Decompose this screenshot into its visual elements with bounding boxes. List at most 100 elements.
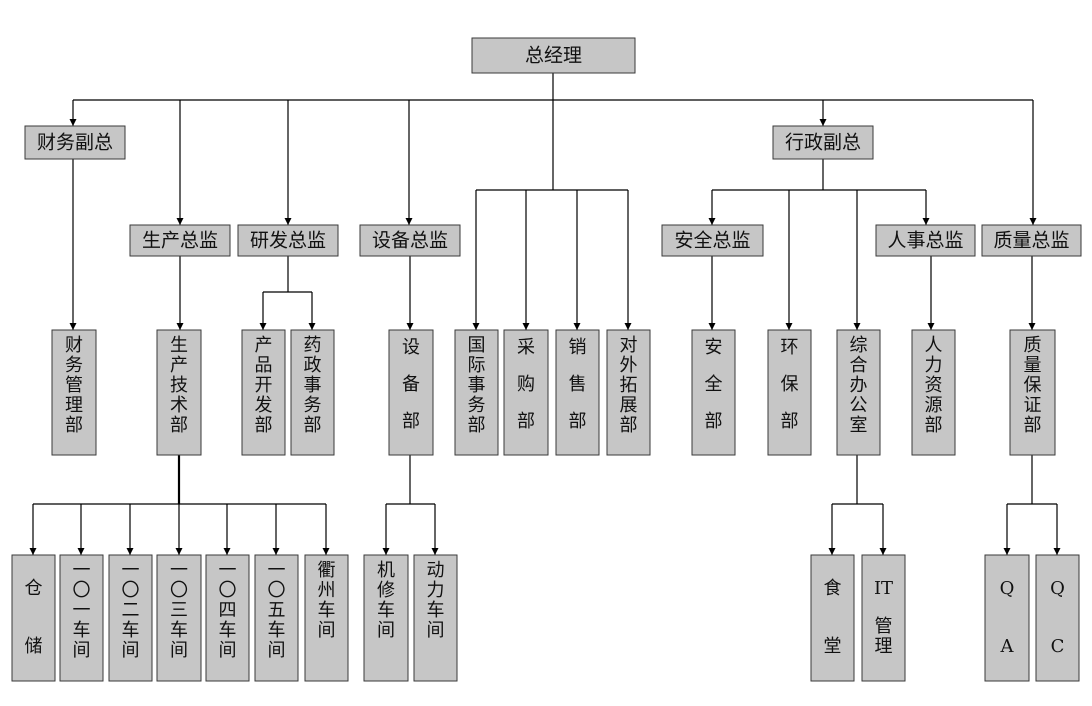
node-purchasing-dept-box	[503, 329, 549, 456]
node-expansion-dept-box	[606, 329, 651, 456]
arrowhead	[922, 218, 930, 225]
node-env-dept-label: 环保部	[781, 337, 799, 432]
arrowhead	[785, 323, 793, 330]
node-safety-dept: 安全部	[691, 329, 736, 456]
arrowhead	[927, 323, 935, 330]
node-workshop-101-label: 一〇一车间	[73, 560, 91, 661]
node-equipment-dept-box	[388, 329, 434, 456]
node-prod-tech-dept-box	[156, 329, 202, 456]
node-production-director-label: 生产总监	[142, 230, 218, 252]
arrowhead	[382, 548, 390, 555]
arrowhead	[1053, 548, 1061, 555]
connector-lines	[29, 73, 1061, 555]
node-finance-mgmt-dept-box	[51, 329, 97, 456]
node-purchasing-dept: 采购部	[503, 329, 549, 456]
node-workshop-105-box	[254, 554, 299, 682]
node-safety-director-label: 安全总监	[674, 230, 750, 252]
node-pharma-affairs-dept-box	[290, 329, 335, 456]
node-equipment-director: 设备总监	[359, 224, 461, 257]
node-equipment-director-box	[359, 224, 461, 257]
arrowhead	[223, 548, 231, 555]
node-finance-deputy-box	[24, 125, 126, 160]
node-workshop-102: 一〇二车间	[108, 554, 153, 682]
node-power-workshop-box	[413, 554, 458, 682]
node-safety-director-box	[661, 224, 764, 257]
node-warehouse: 仓储	[11, 554, 56, 682]
arrowhead	[1028, 323, 1036, 330]
arrowhead	[272, 548, 280, 555]
node-product-dev-dept: 产品开发部	[241, 329, 286, 456]
arrowhead	[406, 323, 414, 330]
node-qa-dept-label: 质量保证部	[1024, 335, 1042, 436]
node-canteen-label: 食堂	[824, 578, 842, 657]
node-finance-mgmt-dept-label: 财务管理部	[65, 335, 83, 436]
node-rnd-director-box	[237, 224, 339, 257]
node-intl-affairs-dept: 国际事务部	[454, 329, 499, 456]
node-workshop-102-box	[108, 554, 153, 682]
node-finance-mgmt-dept: 财务管理部	[51, 329, 97, 456]
arrowhead	[708, 218, 716, 225]
node-sales-dept-box	[555, 329, 600, 456]
node-hr-director-box	[875, 224, 976, 257]
node-workshop-103: 一〇三车间	[156, 554, 202, 682]
node-workshop-102-label: 一〇二车间	[122, 560, 140, 661]
node-safety-dept-box	[691, 329, 736, 456]
node-qa-dept: 质量保证部	[1009, 329, 1056, 456]
node-hr-director-label: 人事总监	[887, 230, 963, 252]
node-finance-deputy-label: 财务副总	[37, 132, 113, 154]
node-intl-affairs-dept-box	[454, 329, 499, 456]
arrowhead	[126, 548, 134, 555]
node-equipment-dept-label: 设备部	[402, 337, 420, 432]
node-production-director: 生产总监	[129, 224, 231, 257]
node-sales-dept: 销售部	[555, 329, 600, 456]
node-env-dept: 环保部	[767, 329, 812, 456]
node-prod-tech-dept: 生产技术部	[156, 329, 202, 456]
node-workshop-104-label: 一〇四车间	[219, 560, 237, 661]
arrowhead	[1003, 548, 1011, 555]
node-workshop-104: 一〇四车间	[205, 554, 250, 682]
node-canteen: 食堂	[810, 554, 855, 682]
node-root-box	[471, 37, 636, 74]
arrowhead	[308, 323, 316, 330]
node-quzhou-workshop: 衢州车间	[304, 554, 349, 682]
node-rnd-director: 研发总监	[237, 224, 339, 257]
arrowhead	[828, 548, 836, 555]
node-purchasing-dept-label: 采购部	[517, 337, 535, 432]
arrowhead	[624, 323, 632, 330]
node-general-office-label: 综合办公室	[850, 335, 868, 436]
node-admin-deputy-box	[772, 125, 874, 160]
node-production-director-box	[129, 224, 231, 257]
node-product-dev-dept-label: 产品开发部	[255, 335, 273, 436]
arrowhead	[708, 323, 716, 330]
node-quality-director: 质量总监	[981, 224, 1082, 257]
arrowhead	[322, 548, 330, 555]
node-rnd-director-label: 研发总监	[250, 230, 326, 252]
node-workshop-101: 一〇一车间	[59, 554, 104, 682]
node-sales-dept-label: 销售部	[569, 337, 587, 432]
arrowhead	[77, 548, 85, 555]
node-general-office-box	[836, 329, 881, 456]
node-workshop-105-label: 一〇五车间	[268, 560, 286, 661]
arrowhead	[819, 119, 827, 126]
node-pharma-affairs-dept-label: 药政事务部	[304, 335, 322, 436]
arrowhead	[175, 548, 183, 555]
node-admin-deputy: 行政副总	[772, 125, 874, 160]
node-workshop-101-box	[59, 554, 104, 682]
node-finance-deputy: 财务副总	[24, 125, 126, 160]
node-safety-dept-label: 安全部	[705, 337, 723, 432]
node-qc-box	[1035, 554, 1080, 682]
node-root-label: 总经理	[525, 45, 582, 67]
arrowhead	[472, 323, 480, 330]
node-qa-dept-box	[1009, 329, 1056, 456]
node-equipment-dept: 设备部	[388, 329, 434, 456]
node-power-workshop-label: 动力车间	[427, 560, 445, 641]
node-env-dept-box	[767, 329, 812, 456]
node-admin-deputy-label: 行政副总	[785, 132, 861, 154]
node-hr-director: 人事总监	[875, 224, 976, 257]
node-repair-workshop-box	[363, 554, 409, 682]
